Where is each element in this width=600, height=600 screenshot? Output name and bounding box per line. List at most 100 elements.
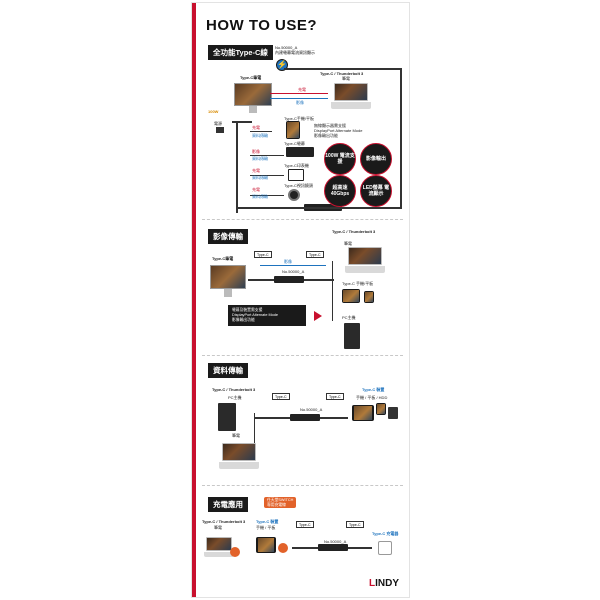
data-laptop-icon — [219, 443, 259, 469]
divider-3 — [202, 485, 403, 486]
data-branch — [254, 413, 255, 443]
data-dongle — [290, 414, 320, 421]
charge-model: No.50000_A — [324, 539, 347, 544]
charge-box-left: Type-C — [296, 521, 314, 528]
row1-note-1: 無線顯示器需支援 — [314, 123, 346, 128]
video-arrow — [270, 98, 328, 99]
row1-note-3: 影像輸出功能 — [314, 133, 338, 138]
full-function-heading: 全功能Type-C線 — [208, 45, 273, 60]
data-source-label: Type-C / Thunderbolt 3 — [212, 387, 256, 392]
power-100w-label: 100W — [208, 109, 219, 114]
video-model: No.50000_A — [282, 269, 305, 274]
row1-device: Type-C手機/平板 — [284, 116, 315, 121]
charge-tablet-icon — [256, 537, 276, 553]
page-title: HOW TO USE? — [206, 17, 318, 34]
monitor-icon — [286, 147, 314, 157]
video-arrow-label: 影像 — [284, 259, 292, 264]
data-target-label: Type-C 裝置 — [362, 387, 385, 392]
row3-charge: 充電 — [252, 168, 260, 173]
divider-1 — [202, 219, 403, 220]
video-warning-line-1: 螢幕及裝置需支援 — [232, 308, 263, 312]
video-target-device: 筆電 — [344, 241, 352, 246]
branch-cable-2 — [250, 155, 284, 156]
row4-charge: 充電 — [252, 187, 260, 192]
video-warning-line-3: 影像輸出功能 — [232, 318, 255, 322]
branch-cable-3 — [250, 175, 284, 176]
switch-badge-line-1: 任天堂SWITCH — [267, 498, 294, 502]
power-adapter-icon — [216, 127, 224, 133]
row1-data: 資料傳輸 — [252, 133, 268, 138]
charge-laptop-icon — [203, 537, 235, 557]
badge-video-out: 影像輸出 — [360, 143, 392, 175]
video-laptop-icon — [345, 247, 385, 273]
video-monitor-icon — [210, 265, 246, 297]
charge-heading: 充電應用 — [208, 497, 248, 512]
video-pc-host: PC主機 — [342, 315, 356, 320]
laptop-source-icon — [234, 83, 272, 113]
data-pc-tower-icon — [218, 403, 236, 431]
data-target-sub: 手機 / 平板 / HDD — [356, 395, 388, 400]
video-phone-label: Type-C 手機/平板 — [342, 281, 374, 286]
laptop-target-icon — [331, 83, 371, 109]
video-dongle — [274, 276, 304, 283]
data-heading: 資料傳輸 — [208, 363, 248, 378]
power-cable — [232, 121, 252, 123]
video-tablet-icon — [342, 289, 360, 303]
webcam-icon — [288, 189, 300, 201]
row2-data: 資料傳輸 — [252, 156, 268, 161]
video-pc-label: Type-C筆電 — [212, 256, 234, 261]
arrow-video-label: 影像 — [296, 100, 304, 105]
main-cable-right — [400, 69, 402, 209]
data-model: No.50000_A — [300, 407, 323, 412]
charge-indicator-1 — [230, 547, 240, 557]
arrow-charge-label: 充電 — [298, 87, 306, 92]
full-target-device: 筆電 — [342, 76, 350, 81]
charge-arrow — [270, 93, 328, 94]
charge-src2-sub: 手機 / 平板 — [256, 525, 276, 530]
video-warning-line-2: DisplayPort Alternate Mode — [232, 313, 279, 317]
full-function-model: No.50000_A — [275, 45, 298, 50]
row1-note-2: DisplayPort Alternate Mode — [314, 128, 363, 133]
video-branch — [332, 261, 333, 321]
data-hdd-icon — [388, 407, 398, 419]
data-tablet-icon — [352, 405, 374, 421]
video-arrow-line — [260, 265, 326, 266]
power-outlet-label: 電源 — [214, 121, 222, 126]
branch-cable-4 — [250, 195, 284, 196]
full-target-label: Type-C / Thunderbolt 3 — [320, 71, 364, 76]
badge-led: LED螢幕 電流顯示 — [360, 175, 392, 207]
full-pc-label: Type-C筆電 — [240, 75, 262, 80]
tablet-icon — [286, 121, 300, 139]
row2-device: Type-C螢幕 — [284, 141, 305, 146]
main-cable-left — [236, 121, 238, 213]
video-warning: 螢幕及裝置需支援 DisplayPort Alternate Mode 影像輸出… — [228, 305, 306, 326]
data-source-laptop: 筆電 — [232, 433, 240, 438]
charge-dongle — [318, 544, 348, 551]
badge-40gbps: 超高速 40Gbps — [324, 175, 356, 207]
main-cable-bottom — [236, 207, 402, 209]
red-edge-bar — [192, 3, 196, 597]
printer-icon — [288, 169, 304, 181]
switch-badge-line-2: 專用充電線 — [267, 502, 286, 507]
lindy-logo: LINDY — [368, 578, 399, 589]
video-pc-tower-icon — [344, 323, 360, 349]
badge-100w: 100W 電流支援 — [324, 143, 356, 175]
data-box-left: Type-C — [272, 393, 290, 400]
main-cable-top — [284, 68, 402, 70]
red-arrow-icon — [314, 311, 322, 321]
charge-src-label: Type-C / Thunderbolt 3 — [202, 519, 246, 524]
row3-device: Type-C印表機 — [284, 163, 309, 168]
switch-badge: 任天堂SWITCH 專用充電線 — [264, 497, 297, 508]
row3-data: 資料傳輸 — [252, 175, 268, 180]
row4-device: Type-C視訊鏡頭 — [284, 183, 313, 188]
video-phone-icon — [364, 291, 374, 303]
row1-charge: 充電 — [252, 125, 260, 130]
data-phone-icon — [376, 403, 386, 415]
charger-label: Type-C 充電器 — [372, 531, 399, 536]
branch-cable-1 — [250, 131, 272, 132]
charge-indicator-2 — [278, 543, 288, 553]
video-target-label: Type-C / Thunderbolt 3 — [332, 229, 376, 234]
charge-src-laptop: 筆電 — [214, 525, 222, 530]
row2-video: 影像 — [252, 149, 260, 154]
video-box-right: Type-C — [306, 251, 324, 258]
